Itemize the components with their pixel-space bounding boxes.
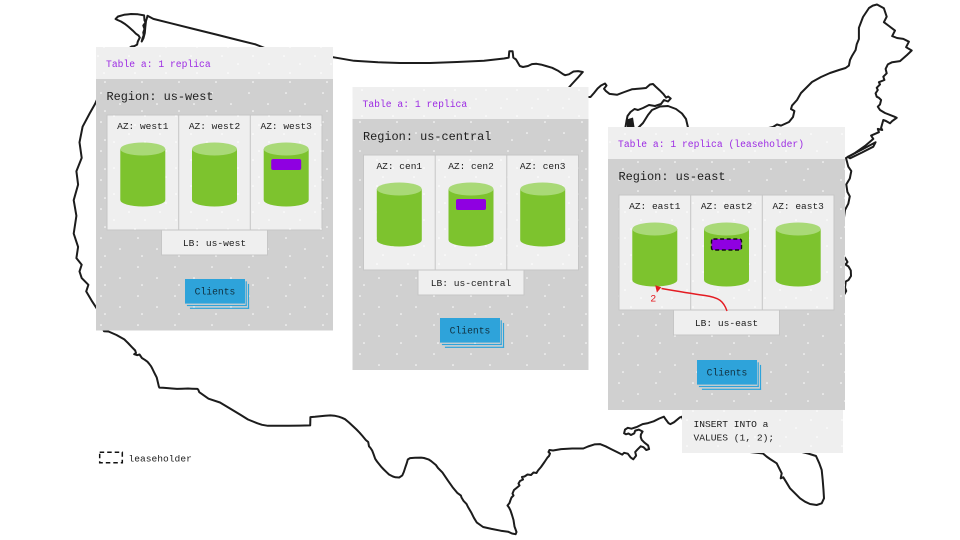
svg-text:Table a: 1 replica (leaseholde: Table a: 1 replica (leaseholder) (618, 139, 804, 150)
svg-text:VALUES (1, 2);: VALUES (1, 2); (694, 433, 775, 444)
svg-text:LB: us-west: LB: us-west (183, 238, 246, 249)
svg-text:AZ: cen2: AZ: cen2 (448, 161, 494, 172)
svg-text:LB: us-central: LB: us-central (431, 278, 512, 289)
svg-text:AZ: west3: AZ: west3 (261, 121, 313, 132)
svg-text:LB: us-east: LB: us-east (695, 318, 758, 329)
svg-text:AZ: west2: AZ: west2 (189, 121, 241, 132)
svg-text:Region: us-east: Region: us-east (619, 170, 726, 184)
svg-text:Table a: 1 replica: Table a: 1 replica (106, 59, 211, 70)
svg-text:AZ: east3: AZ: east3 (773, 201, 825, 212)
svg-text:AZ: cen1: AZ: cen1 (376, 161, 422, 172)
svg-text:AZ: west1: AZ: west1 (117, 121, 169, 132)
svg-text:2: 2 (650, 294, 656, 305)
svg-text:Clients: Clients (195, 287, 236, 298)
svg-text:Region: us-central: Region: us-central (363, 130, 491, 144)
svg-text:AZ: east2: AZ: east2 (701, 201, 753, 212)
svg-text:Table a: 1 replica: Table a: 1 replica (363, 99, 468, 110)
svg-text:Region: us-west: Region: us-west (107, 90, 214, 104)
svg-text:leaseholder: leaseholder (129, 454, 192, 465)
svg-text:AZ: cen3: AZ: cen3 (520, 161, 566, 172)
svg-text:INSERT INTO a: INSERT INTO a (694, 419, 769, 430)
svg-text:AZ: east1: AZ: east1 (629, 201, 681, 212)
